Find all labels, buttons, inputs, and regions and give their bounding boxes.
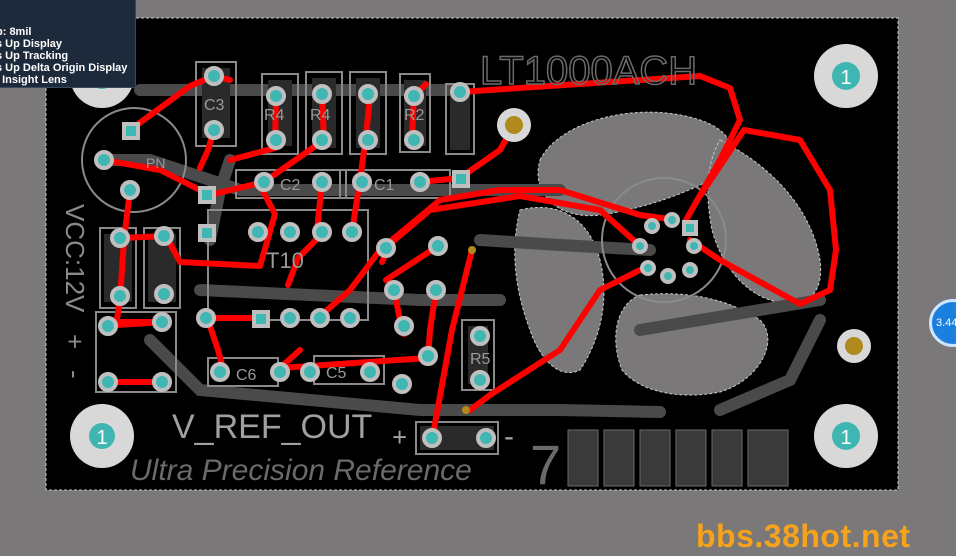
vcc-plus-silk: + [60, 334, 90, 349]
heads-up-display: p: 8mil s Up Display s Up Tracking s Up … [0, 0, 136, 88]
silkscreen-outlines [81, 61, 727, 455]
part-number-silk: LT1000ACH [480, 49, 697, 93]
vref-silk: V_REF_OUT [172, 408, 372, 446]
edge-connector [567, 429, 789, 487]
designator-t10: T10 [266, 248, 304, 273]
mount-hole-label-bl: 1 [96, 427, 107, 449]
hud-line-snap: p: 8mil [0, 26, 32, 38]
plated-holes [462, 108, 871, 414]
hud-line-tracking: s Up Tracking [0, 50, 69, 62]
designator-c1: C1 [374, 177, 395, 194]
designator-c5: C5 [326, 365, 347, 382]
tagline-silk: Ultra Precision Reference [130, 454, 472, 487]
hud-line-delta-origin: s Up Delta Origin Display [0, 62, 128, 74]
designator-r2: R2 [404, 107, 425, 124]
designator-c2: C2 [280, 177, 301, 194]
square-pads[interactable] [122, 122, 698, 328]
mount-hole-label-br: 1 [840, 427, 851, 449]
watermark: bbs.38hot.net [696, 518, 911, 554]
designator-r4a: R4 [264, 107, 285, 124]
component-pads[interactable] [94, 66, 702, 448]
vcc-minus-silk: - [60, 370, 90, 379]
vref-minus-silk: - [504, 420, 514, 453]
seven-silk: 7 [530, 433, 561, 496]
mount-hole-bottom-right [814, 404, 878, 468]
designator-c6: C6 [236, 367, 257, 384]
mount-hole-bottom-left [70, 404, 134, 468]
designator-r4b: R4 [310, 107, 331, 124]
vcc-silk: VCC:12V [60, 204, 90, 313]
mount-hole-top-right [814, 44, 878, 108]
designator-r5: R5 [470, 351, 491, 368]
hud-line-insight-lens: l Insight Lens [0, 74, 67, 86]
designator-c3: C3 [204, 97, 225, 114]
mount-hole-label-tr: 1 [840, 67, 851, 89]
vref-plus-silk: + [392, 422, 407, 452]
hud-line-display: s Up Display [0, 38, 63, 50]
designator-pn: PN [146, 155, 165, 171]
